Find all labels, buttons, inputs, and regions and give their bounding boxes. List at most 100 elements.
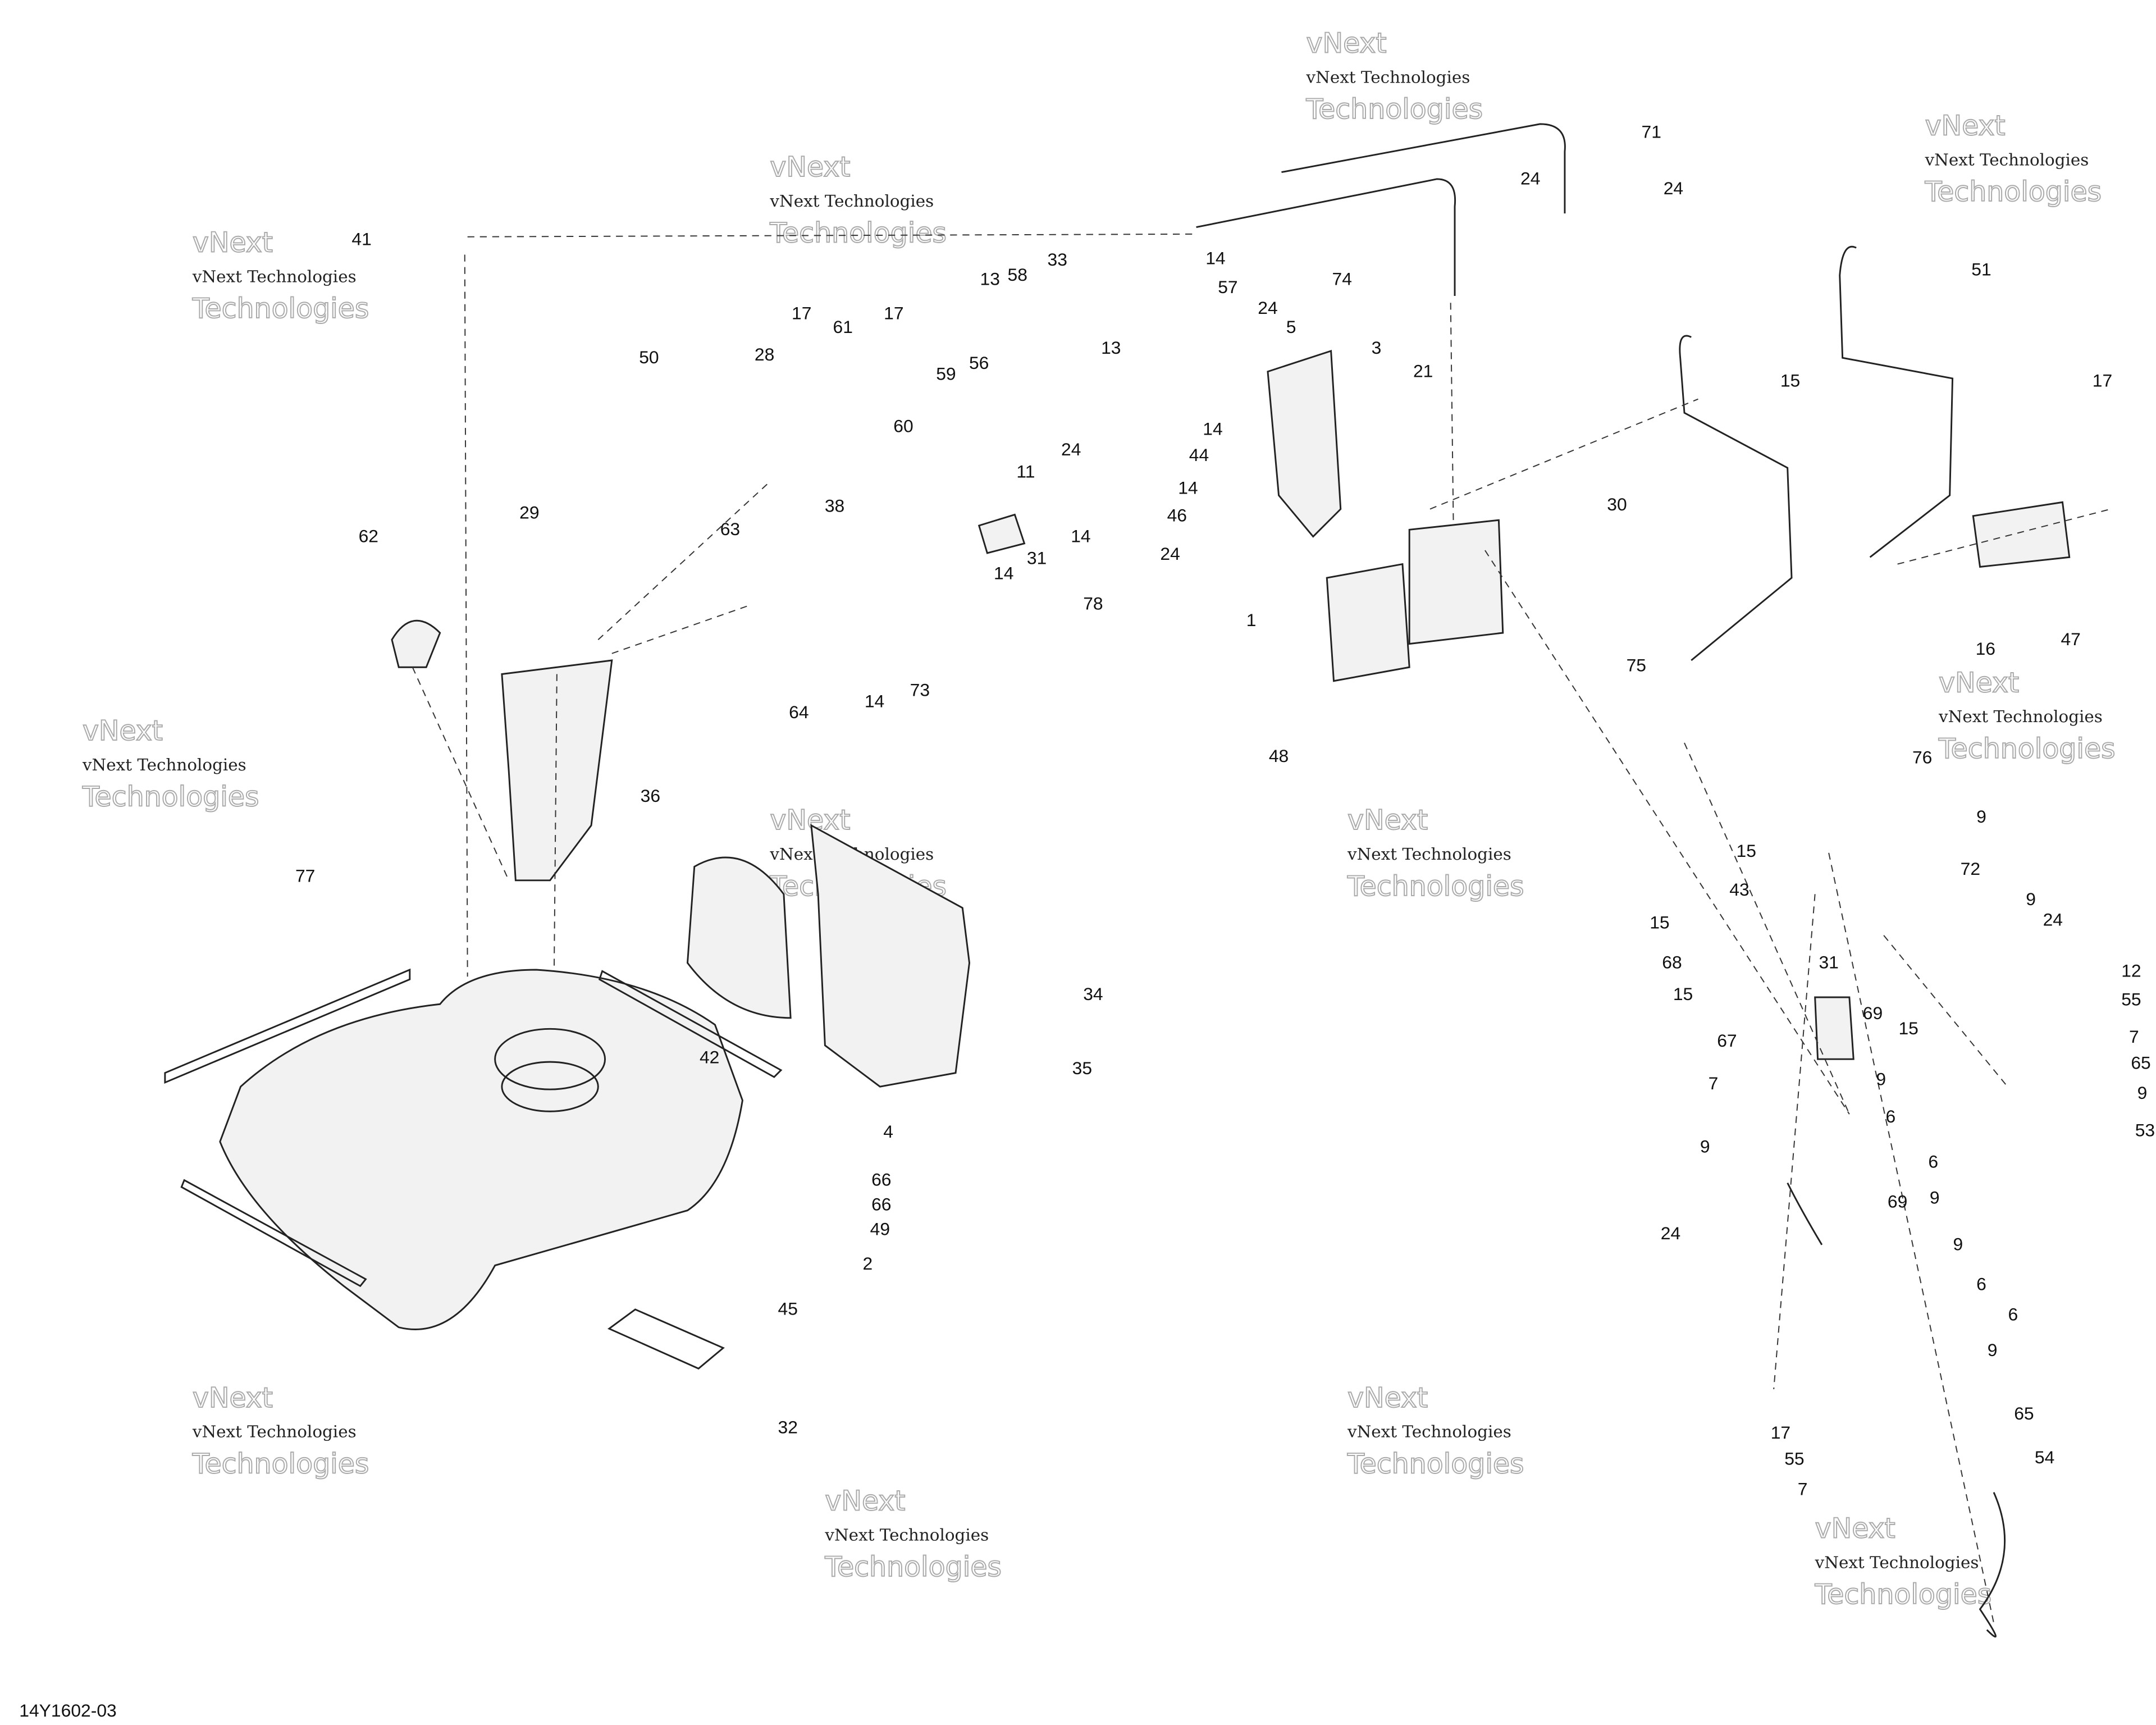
callout: 2 xyxy=(862,1253,873,1274)
callout: 38 xyxy=(825,496,844,516)
tank-strip xyxy=(598,970,783,1078)
part-drawings xyxy=(164,123,2071,1638)
callout-labels: 41 62 50 28 17 61 17 13 58 33 14 57 24 5… xyxy=(295,121,2155,1499)
callout: 15 xyxy=(1737,841,1756,861)
watermark-text: vNext Technologies xyxy=(1347,845,1511,864)
callout: 16 xyxy=(1976,638,1995,659)
callout: 43 xyxy=(1729,879,1749,900)
callout: 21 xyxy=(1413,361,1433,381)
callout: 13 xyxy=(1101,337,1121,358)
watermark-logo: vNext xyxy=(1815,1512,1895,1544)
watermark-logo: vNext xyxy=(770,804,850,836)
callout: 12 xyxy=(2121,960,2141,980)
callout: 78 xyxy=(1083,593,1103,613)
watermark-logo: vNext xyxy=(1307,28,1387,60)
callout: 9 xyxy=(2026,889,2036,909)
watermark-logo: Technologies xyxy=(1347,870,1524,902)
callout: 51 xyxy=(1971,259,1991,279)
watermark-text: vNext Technologies xyxy=(192,267,357,286)
watermark-logo: vNext xyxy=(83,715,163,747)
callout: 50 xyxy=(639,347,659,367)
callout: 15 xyxy=(1673,984,1693,1004)
callout: 24 xyxy=(2043,910,2063,930)
watermark-text: vNext Technologies xyxy=(824,1525,989,1544)
callout: 17 xyxy=(1771,1422,1790,1443)
callout: 1 xyxy=(1246,610,1257,630)
watermark-logo: Technologies xyxy=(192,1448,369,1480)
callout: 58 xyxy=(1008,264,1027,285)
callout: 24 xyxy=(1661,1223,1680,1243)
callout: 49 xyxy=(870,1219,890,1239)
diagram-code: 14Y1602-03 xyxy=(19,1700,116,1721)
fuel-pump-29 xyxy=(501,659,613,882)
vent-tube-51 xyxy=(1839,246,1954,558)
callout: 74 xyxy=(1332,268,1352,289)
tank-strip-77 xyxy=(164,968,411,1084)
callout: 41 xyxy=(351,229,371,249)
watermark-logo: Technologies xyxy=(192,293,369,325)
fuel-filter-31 xyxy=(1814,996,1854,1060)
callout: 31 xyxy=(1819,952,1838,973)
fuel-filter-31b xyxy=(977,513,1026,554)
callout: 36 xyxy=(641,786,660,806)
vent-tube-24 xyxy=(1196,178,1456,296)
callout: 30 xyxy=(1607,494,1627,514)
callout: 66 xyxy=(871,1194,891,1215)
callout: 6 xyxy=(1928,1152,1938,1172)
callout: 69 xyxy=(1888,1192,1907,1212)
watermark-logo: vNext xyxy=(193,1382,273,1414)
watermark-logo: vNext xyxy=(1925,109,2006,142)
watermark-text: vNext Technologies xyxy=(1938,707,2103,726)
watermark-logo: Technologies xyxy=(82,781,259,813)
callout: 7 xyxy=(1798,1479,1808,1499)
callout: 11 xyxy=(1016,461,1035,481)
callout: 69 xyxy=(1863,1003,1883,1023)
valve-47 xyxy=(1972,501,2071,568)
callout: 9 xyxy=(1953,1234,1963,1254)
watermark-logo: vNext xyxy=(770,151,850,183)
watermark-logo: vNext xyxy=(1939,667,2019,699)
callout: 7 xyxy=(2129,1026,2139,1047)
callout: 67 xyxy=(1717,1030,1737,1051)
callout: 6 xyxy=(1976,1274,1986,1294)
heat-pad-32 xyxy=(607,1308,725,1370)
watermark-logo: vNext xyxy=(825,1485,905,1517)
callout: 45 xyxy=(778,1299,798,1319)
callout: 4 xyxy=(883,1121,893,1142)
callout: 24 xyxy=(1664,178,1683,198)
watermark-text: vNext Technologies xyxy=(769,191,934,211)
callout: 6 xyxy=(2008,1304,2018,1325)
callout: 6 xyxy=(1885,1106,1895,1126)
callout: 65 xyxy=(2131,1052,2150,1073)
callout: 64 xyxy=(789,702,808,722)
canister-shield-48 xyxy=(1326,563,1410,682)
callout: 24 xyxy=(1258,298,1277,318)
callout: 9 xyxy=(1930,1187,1940,1207)
hose-assembly-right xyxy=(1787,1182,2006,1638)
callout: 62 xyxy=(359,526,378,546)
callout: 44 xyxy=(1189,445,1209,465)
callout: 73 xyxy=(910,680,930,700)
callout: 17 xyxy=(884,303,903,323)
callout: 29 xyxy=(519,503,539,523)
callout: 28 xyxy=(755,344,774,364)
watermark-text: vNext Technologies xyxy=(1306,67,1470,86)
callout: 35 xyxy=(1072,1058,1092,1078)
callout: 76 xyxy=(1912,747,1932,768)
watermark-logo: Technologies xyxy=(1925,176,2102,208)
callout: 15 xyxy=(1780,371,1800,391)
callout: 15 xyxy=(1898,1018,1918,1038)
heat-shield-36 xyxy=(686,856,792,1019)
callout: 9 xyxy=(1976,806,1986,827)
watermark-logo: vNext xyxy=(1347,804,1428,836)
callout: 14 xyxy=(1071,526,1090,546)
callout: 33 xyxy=(1048,249,1067,270)
watermark-logo: Technologies xyxy=(1938,733,2116,765)
callout: 55 xyxy=(2121,989,2141,1010)
fuel-tank xyxy=(219,969,743,1330)
callout: 66 xyxy=(871,1170,891,1190)
callout: 56 xyxy=(969,353,989,373)
tank-strip xyxy=(180,1179,367,1288)
